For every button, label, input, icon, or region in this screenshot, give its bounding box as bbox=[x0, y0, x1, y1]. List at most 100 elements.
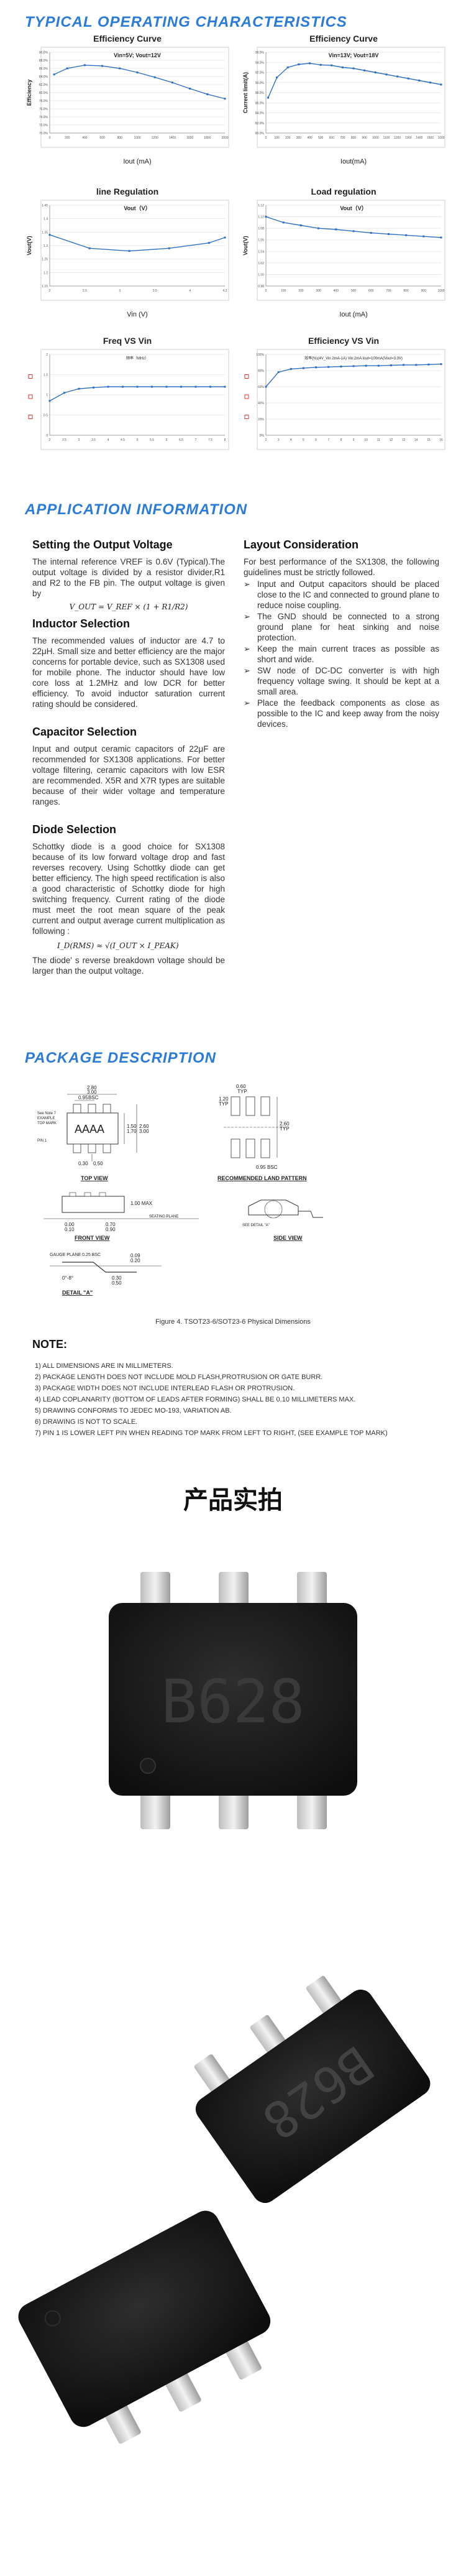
y-tick-label: 0.98 bbox=[258, 285, 264, 289]
data-point bbox=[265, 385, 267, 388]
chart-title: Efficiency VS Vin bbox=[308, 336, 380, 346]
note-title: NOTE: bbox=[32, 1338, 67, 1350]
y-tick-label: 94.0% bbox=[255, 61, 265, 65]
x-tick-label: 900 bbox=[421, 289, 427, 293]
note-line: 7) PIN 1 IS LOWER LEFT PIN WHEN READING … bbox=[35, 1429, 388, 1437]
x-tick-label: 8 bbox=[340, 438, 342, 442]
x-tick-label: 700 bbox=[386, 289, 391, 293]
data-point bbox=[327, 366, 330, 368]
x-tick-label: 600 bbox=[99, 136, 105, 140]
axes bbox=[49, 52, 225, 134]
front-view-label: FRONT VIEW bbox=[75, 1235, 110, 1241]
x-tick-label: 200 bbox=[285, 136, 291, 140]
svg-text:SEATING PLANE: SEATING PLANE bbox=[149, 1215, 178, 1219]
data-point bbox=[374, 72, 377, 73]
data-point bbox=[168, 247, 170, 249]
x-tick-label: 8 bbox=[224, 438, 226, 442]
x-tick-label: 5 bbox=[303, 438, 304, 442]
section-title-application: APPLICATION INFORMATION bbox=[25, 501, 248, 518]
x-tick-label: 16 bbox=[439, 438, 443, 442]
x-tick-label: 900 bbox=[362, 136, 367, 140]
svg-text:0.00: 0.00 bbox=[65, 1222, 75, 1227]
data-point bbox=[277, 371, 280, 374]
side-view-label: SIDE VIEW bbox=[273, 1235, 303, 1241]
marker-square bbox=[28, 374, 33, 379]
axes bbox=[265, 52, 441, 134]
svg-text:0.10: 0.10 bbox=[65, 1227, 75, 1232]
data-point bbox=[276, 76, 278, 79]
data-point bbox=[267, 96, 270, 99]
x-tick-label: 2.5 bbox=[83, 289, 87, 293]
data-point bbox=[290, 367, 292, 370]
data-point bbox=[370, 232, 372, 234]
y-tick-label: 1.12 bbox=[258, 204, 264, 208]
y-tick-label: 88.0% bbox=[255, 91, 265, 95]
chart-frame bbox=[40, 47, 229, 148]
data-point bbox=[396, 75, 398, 78]
x-tick-label: 400 bbox=[334, 289, 339, 293]
svg-text:0.30: 0.30 bbox=[78, 1161, 88, 1166]
y-tick-label: 1.10 bbox=[258, 216, 264, 219]
side-view: SEE DETAIL "A" SIDE VIEW bbox=[242, 1199, 323, 1241]
chart-title: line Regulation bbox=[96, 187, 159, 196]
y-tick-label: 80.0% bbox=[255, 132, 265, 136]
chart-frame bbox=[257, 200, 445, 301]
layout-list: Input and Output capacitors should be pl… bbox=[244, 579, 439, 729]
chart-frame bbox=[40, 349, 229, 450]
diode-formula: I_D(RMS) ≈ √(I_OUT × I_PEAK) bbox=[57, 941, 179, 950]
svg-text:0.70: 0.70 bbox=[106, 1222, 116, 1227]
axes bbox=[265, 354, 441, 436]
y-tick-label: 1.35 bbox=[42, 231, 48, 234]
data-point bbox=[418, 80, 421, 81]
svg-text:0.90: 0.90 bbox=[106, 1227, 116, 1232]
data-point bbox=[341, 66, 344, 68]
data-point bbox=[194, 385, 197, 388]
data-point bbox=[282, 221, 285, 224]
capacitor-text: Input and output ceramic capacitors of 2… bbox=[32, 744, 225, 806]
front-view: 1.00 MAX SEATING PLANE 0.000.10 0.700.90… bbox=[43, 1192, 199, 1241]
y-axis-label: Vout(V) bbox=[26, 236, 32, 255]
marker-square bbox=[244, 394, 249, 399]
x-tick-label: 1200 bbox=[394, 136, 401, 140]
data-point bbox=[365, 364, 367, 367]
marker-square bbox=[244, 374, 249, 379]
data-point bbox=[206, 93, 209, 96]
y-tick-label: 90.0% bbox=[255, 81, 265, 85]
data-point bbox=[224, 236, 226, 239]
app-right-column: Layout Consideration For best performanc… bbox=[244, 538, 439, 730]
svg-text:EXAMPLE: EXAMPLE bbox=[37, 1117, 55, 1120]
x-tick-label: 500 bbox=[351, 289, 357, 293]
data-point bbox=[88, 247, 91, 249]
svg-text:PIN 1: PIN 1 bbox=[37, 1139, 47, 1143]
chart-legend: 效率(%)(4V_Vin 2mA-1A) Vin:2mA Iout=100mA(… bbox=[304, 356, 403, 361]
data-point bbox=[319, 63, 322, 66]
note-line: 5) DRAWING CONFORMS TO JEDEC MO-193, VAR… bbox=[35, 1407, 232, 1415]
y-tick-label: 90.0% bbox=[39, 51, 48, 55]
x-tick-label: 700 bbox=[340, 136, 345, 140]
x-tick-label: 14 bbox=[414, 438, 418, 442]
layout-intro: For best performance of the SX1308, the … bbox=[244, 557, 439, 577]
y-tick-label: 1.04 bbox=[258, 250, 264, 254]
y-tick-label: 40% bbox=[258, 402, 265, 405]
x-tick-label: 2000 bbox=[221, 136, 228, 140]
x-tick-label: 4.2 bbox=[223, 289, 227, 293]
y-tick-label: 2 bbox=[46, 353, 48, 357]
x-tick-label: 7 bbox=[327, 438, 329, 442]
data-point bbox=[352, 67, 355, 70]
data-point bbox=[440, 236, 442, 239]
x-tick-label: 10 bbox=[364, 438, 368, 442]
data-point bbox=[385, 73, 388, 76]
chart-legend: Vin=13V; Vout=18V bbox=[329, 52, 379, 58]
x-tick-label: 200 bbox=[65, 136, 70, 140]
svg-text:TOP MARK: TOP MARK bbox=[37, 1122, 57, 1125]
land-pattern-label: RECOMMENDED LAND PATTERN bbox=[217, 1175, 307, 1181]
x-tick-label: 15 bbox=[427, 438, 431, 442]
data-point bbox=[298, 63, 300, 65]
chart-plot: 70.0%72.0%74.0%76.0%78.0%80.0%82.0%84.0%… bbox=[26, 47, 229, 165]
data-point bbox=[286, 66, 289, 68]
x-tick-label: 9 bbox=[353, 438, 355, 442]
y-tick-label: 1.25 bbox=[42, 258, 48, 262]
x-tick-label: 2 bbox=[265, 438, 267, 442]
